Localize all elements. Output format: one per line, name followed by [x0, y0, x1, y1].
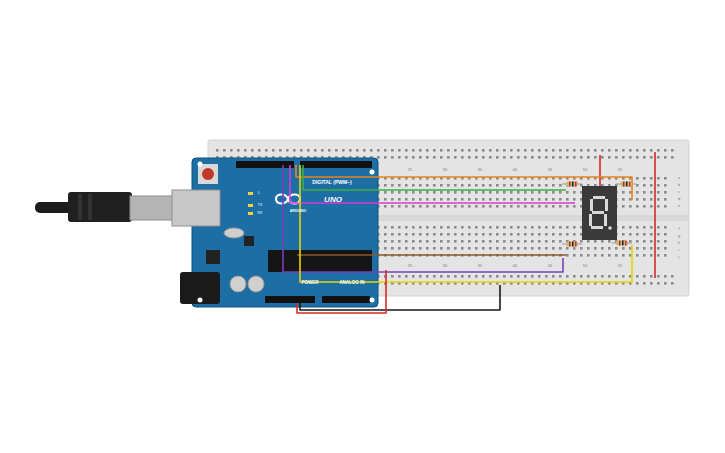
column-number: 40	[513, 264, 517, 268]
column-number: 30	[443, 168, 447, 172]
row-letter: f	[678, 227, 679, 231]
column-number: 35	[478, 168, 482, 172]
wires	[283, 165, 632, 313]
column-number: 25	[408, 168, 412, 172]
resistor-symbol	[562, 182, 636, 247]
column-number: 50	[583, 168, 587, 172]
led-label: TX	[258, 204, 262, 208]
column-number: 55	[618, 264, 622, 268]
column-number: 25	[408, 264, 412, 268]
row-letter: c	[678, 190, 680, 194]
column-number: 35	[478, 264, 482, 268]
row-letter: d	[678, 197, 680, 201]
arduino-board	[172, 158, 378, 307]
column-number: 30	[443, 264, 447, 268]
led-label: L	[258, 192, 260, 196]
board-name: UNO	[324, 196, 342, 204]
row-letter: a	[678, 176, 680, 180]
column-number: 45	[548, 264, 552, 268]
row-letter: j	[679, 255, 680, 259]
header-label: ANALOG IN	[339, 281, 364, 286]
column-number: 50	[583, 264, 587, 268]
header-label: DIGITAL (PWM~)	[312, 180, 351, 185]
column-number: 45	[548, 168, 552, 172]
row-letter: i	[679, 248, 680, 252]
usb-cable	[35, 192, 176, 222]
row-letter: b	[678, 183, 680, 187]
column-number: 55	[618, 168, 622, 172]
row-letter: e	[678, 204, 680, 208]
column-number: 40	[513, 168, 517, 172]
row-letter: h	[678, 241, 680, 245]
header-label: POWER	[301, 281, 318, 286]
row-letter: g	[678, 234, 680, 238]
seven-segment-display	[582, 186, 617, 240]
led-label: RX	[258, 212, 263, 216]
board-brand: ARDUINO	[290, 210, 306, 214]
